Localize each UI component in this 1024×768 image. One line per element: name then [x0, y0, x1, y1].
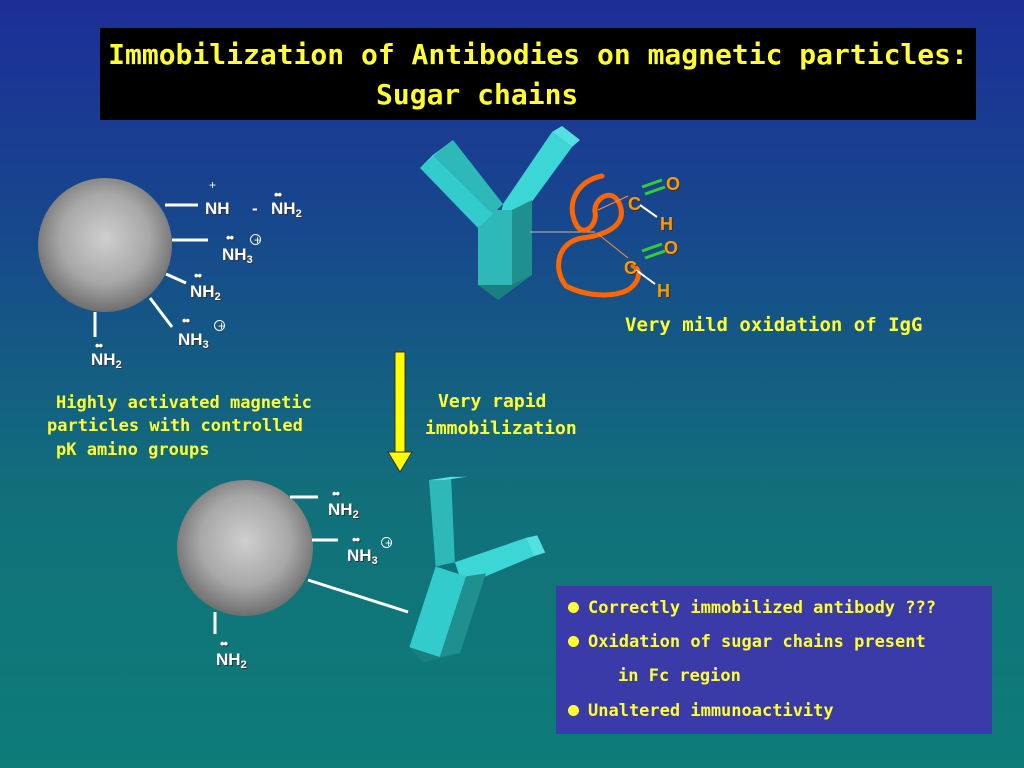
oxidation-caption: Very mild oxidation of IgG [625, 314, 923, 336]
info-item-3: Unaltered immunoactivity [568, 701, 834, 721]
bullet-icon [568, 602, 579, 613]
antibody-bottom [409, 476, 546, 663]
atom-o-2: O [664, 238, 679, 258]
atom-o-1: O [666, 174, 681, 194]
atom-h-1: H [660, 214, 673, 234]
arrow-caption-line1: Very rapid [438, 391, 547, 412]
page-title-line1: Immobilization of Antibodies on magnetic… [108, 38, 968, 71]
charge-ring [381, 537, 392, 548]
magnetic-particle-top [38, 178, 172, 312]
particle-caption-line1: Highly activated magnetic [56, 393, 312, 413]
chem-label-nh2-b: NH2 [190, 282, 221, 303]
magnetic-particle-bottom [177, 480, 313, 616]
info-item-2-continued: in Fc region [618, 666, 741, 686]
chem-label-nh2-a: NH2 [271, 199, 302, 220]
chem-label-bottom-nh3: NH3 [347, 546, 378, 567]
page-title-line2: Sugar chains [376, 78, 579, 111]
info-item-1: Correctly immobilized antibody ??? [568, 598, 936, 618]
chem-label-bottom-nh2-b: NH2 [216, 650, 247, 671]
chem-label-bottom-nh2-a: NH2 [328, 500, 359, 521]
lone-pair: •• [226, 230, 234, 245]
charge-ring [250, 234, 261, 245]
lone-pair: •• [95, 338, 103, 353]
title-box: Immobilization of Antibodies on magnetic… [100, 28, 976, 120]
info-item-2: Oxidation of sugar chains present [568, 632, 926, 652]
particle-caption-line2: particles with controlled [47, 416, 303, 436]
chem-label-nh3-b: NH3 [178, 330, 209, 351]
bullet-icon [568, 705, 579, 716]
down-arrow [387, 351, 413, 473]
bullet-icon [568, 636, 579, 647]
lone-pair: •• [194, 268, 202, 283]
charge-plus: + [385, 536, 393, 550]
charge-plus: + [209, 178, 217, 192]
top-particle-spokes [93, 203, 208, 337]
atom-c-2: C [624, 258, 637, 278]
arrow-caption-line2: immobilization [425, 418, 577, 439]
lone-pair: •• [332, 486, 340, 501]
charge-plus: + [254, 233, 262, 247]
lone-pair: •• [274, 187, 282, 202]
atom-h-2: H [657, 281, 670, 301]
charge-plus: + [218, 319, 226, 333]
chem-label-dash: - [252, 199, 258, 218]
chem-label-nh-cation: NH [205, 199, 230, 218]
particle-caption-line3: pK amino groups [56, 440, 210, 460]
info-box: Correctly immobilized antibody ??? Oxida… [556, 586, 992, 734]
charge-ring [214, 320, 225, 331]
lone-pair: •• [182, 313, 190, 328]
chem-label-nh2-c: NH2 [91, 350, 122, 371]
bottom-particle-spokes [213, 495, 409, 634]
lone-pair: •• [220, 636, 228, 651]
antibody-top [420, 126, 580, 300]
lone-pair: •• [352, 532, 360, 547]
atom-c-1: C [628, 194, 641, 214]
chem-label-nh3-a: NH3 [222, 245, 253, 266]
sugar-chain [556, 173, 641, 298]
